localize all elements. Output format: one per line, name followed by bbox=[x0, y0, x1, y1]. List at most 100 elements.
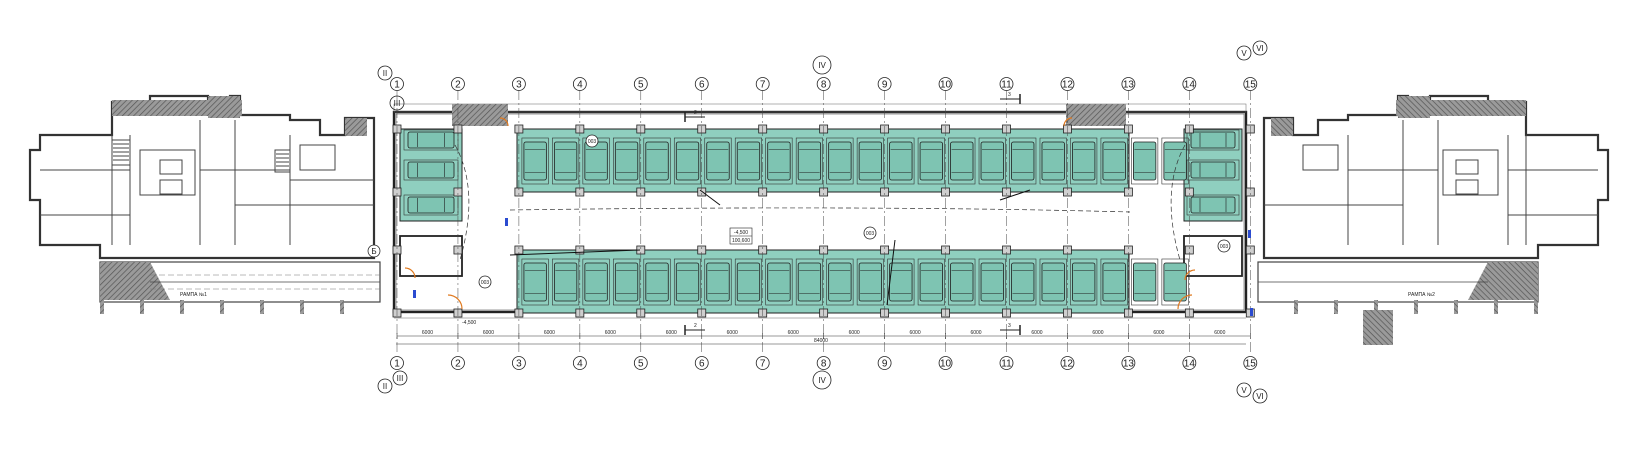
span-label: 6000 bbox=[788, 330, 799, 336]
car-stall bbox=[673, 137, 702, 185]
grid-number: 2 bbox=[455, 80, 461, 91]
grid-number: 9 bbox=[882, 359, 888, 370]
section-marker-top-left: 2 bbox=[684, 110, 705, 122]
span-label: 6000 bbox=[666, 330, 677, 336]
ramp-1-label: РАМПА №1 bbox=[180, 292, 207, 298]
section-marker-top-right: 3 bbox=[1000, 92, 1021, 104]
grid-bubble-bottom-8: 8 bbox=[816, 356, 831, 370]
grid-bubble-bottom-15: 15 bbox=[1243, 356, 1258, 370]
grid-number: 5 bbox=[638, 80, 644, 91]
car-stall bbox=[704, 137, 732, 185]
roman-top-iii: III bbox=[394, 99, 401, 108]
car-stall bbox=[1039, 137, 1067, 185]
car-stall bbox=[521, 137, 549, 185]
grid-bubble-top-8: 8 bbox=[816, 77, 831, 91]
grid-number: 1 bbox=[394, 80, 400, 91]
car-stall bbox=[552, 137, 580, 185]
car-stall bbox=[1100, 258, 1128, 306]
roman-bottom-v: V bbox=[1241, 386, 1247, 395]
grid-number: 1 bbox=[394, 359, 400, 370]
grid-bubble-top-13: 13 bbox=[1121, 77, 1136, 91]
roman-top-vi: VI bbox=[1256, 44, 1264, 53]
grid-bubble-bottom-5: 5 bbox=[633, 356, 648, 370]
span-label: 6000 bbox=[1092, 330, 1103, 336]
grid-number: 4 bbox=[577, 359, 583, 370]
car-stall bbox=[403, 129, 459, 151]
car-stall bbox=[403, 159, 459, 181]
svg-text:003: 003 bbox=[1220, 244, 1229, 250]
grid-number: 3 bbox=[516, 359, 522, 370]
parking-zone bbox=[516, 128, 1130, 193]
car-stall bbox=[734, 137, 762, 185]
car-stall bbox=[917, 137, 945, 185]
car-stall bbox=[704, 258, 732, 306]
grid-bubble-bottom-2: 2 bbox=[451, 356, 465, 370]
car-stall bbox=[643, 258, 671, 306]
section-marker-bottom-left: 2 bbox=[684, 323, 705, 335]
car-stall bbox=[856, 137, 884, 185]
grid-bubble-top-15: 15 bbox=[1243, 77, 1258, 91]
grid-number: 8 bbox=[821, 80, 827, 91]
grid-number: 12 bbox=[1062, 359, 1074, 370]
span-label: 6000 bbox=[1214, 330, 1225, 336]
roman-bottom-ii: II bbox=[383, 382, 387, 391]
car-stall bbox=[521, 258, 549, 306]
car-stall bbox=[1186, 194, 1240, 216]
grid-number: 10 bbox=[940, 359, 952, 370]
left-building: РАМПА №1 bbox=[28, 94, 381, 314]
car-stall bbox=[887, 137, 915, 185]
grid-number: 4 bbox=[577, 80, 583, 91]
svg-text:84000: 84000 bbox=[814, 338, 828, 344]
car-stall bbox=[582, 258, 610, 306]
span-label: 6000 bbox=[605, 330, 616, 336]
car-stall bbox=[856, 258, 884, 306]
grid-bubble-bottom-3: 3 bbox=[512, 356, 526, 370]
car-stall bbox=[643, 137, 671, 185]
car-stall bbox=[1161, 137, 1189, 185]
car-stall bbox=[1009, 137, 1037, 185]
grid-bubble-bottom-4: 4 bbox=[572, 356, 587, 370]
car-stall bbox=[826, 258, 854, 306]
grid-bubble-bottom-6: 6 bbox=[694, 356, 709, 370]
span-label: 6000 bbox=[1031, 330, 1042, 336]
span-label: 6000 bbox=[544, 330, 555, 336]
room-tags: 003 003 003 003 bbox=[478, 134, 1231, 289]
grid-number: 13 bbox=[1123, 80, 1135, 91]
grid-number: 6 bbox=[699, 359, 705, 370]
car-stall bbox=[1186, 159, 1240, 181]
grid-bubble-bottom-1: 1 bbox=[390, 356, 404, 370]
room-tag-center: 003 bbox=[863, 226, 877, 240]
grid-bubble-bottom-13: 13 bbox=[1121, 356, 1136, 370]
grid-number: 2 bbox=[455, 359, 461, 370]
grid-bubble-top-10: 10 bbox=[938, 77, 953, 91]
axis-bubble-b: Б bbox=[367, 244, 381, 258]
svg-text:003: 003 bbox=[481, 280, 490, 286]
grid-number: 7 bbox=[760, 359, 766, 370]
car-stall bbox=[1009, 258, 1037, 306]
ramp-2-label: РАМПА №2 bbox=[1408, 292, 1435, 298]
section-marker-bottom-right: 3 bbox=[1000, 323, 1021, 335]
car-stall bbox=[887, 258, 915, 306]
grid-bubble-top-2: 2 bbox=[451, 77, 465, 91]
svg-text:003: 003 bbox=[588, 139, 597, 145]
grid-bubble-top-3: 3 bbox=[512, 77, 526, 91]
grid-bubble-bottom-11: 11 bbox=[999, 356, 1014, 370]
svg-text:3: 3 bbox=[1008, 92, 1011, 98]
car-stall bbox=[734, 258, 762, 306]
roman-bottom-vi: VI bbox=[1256, 392, 1264, 401]
roman-bottom bbox=[377, 370, 1268, 404]
svg-text:100,600: 100,600 bbox=[732, 238, 750, 244]
car-stall bbox=[552, 258, 580, 306]
car-stall bbox=[613, 258, 641, 306]
grid-number: 8 bbox=[821, 359, 827, 370]
car-stall bbox=[1161, 258, 1189, 306]
grid-bubble-bottom-9: 9 bbox=[877, 356, 892, 370]
room-tag-right: 003 bbox=[1217, 239, 1231, 253]
parking-zones bbox=[399, 128, 1243, 314]
grid-bubble-bottom-14: 14 bbox=[1182, 356, 1197, 370]
svg-text:2: 2 bbox=[694, 323, 697, 329]
car-stall bbox=[582, 137, 610, 185]
span-label: 6000 bbox=[970, 330, 981, 336]
car-stall bbox=[1100, 137, 1128, 185]
grid-number: 7 bbox=[760, 80, 766, 91]
